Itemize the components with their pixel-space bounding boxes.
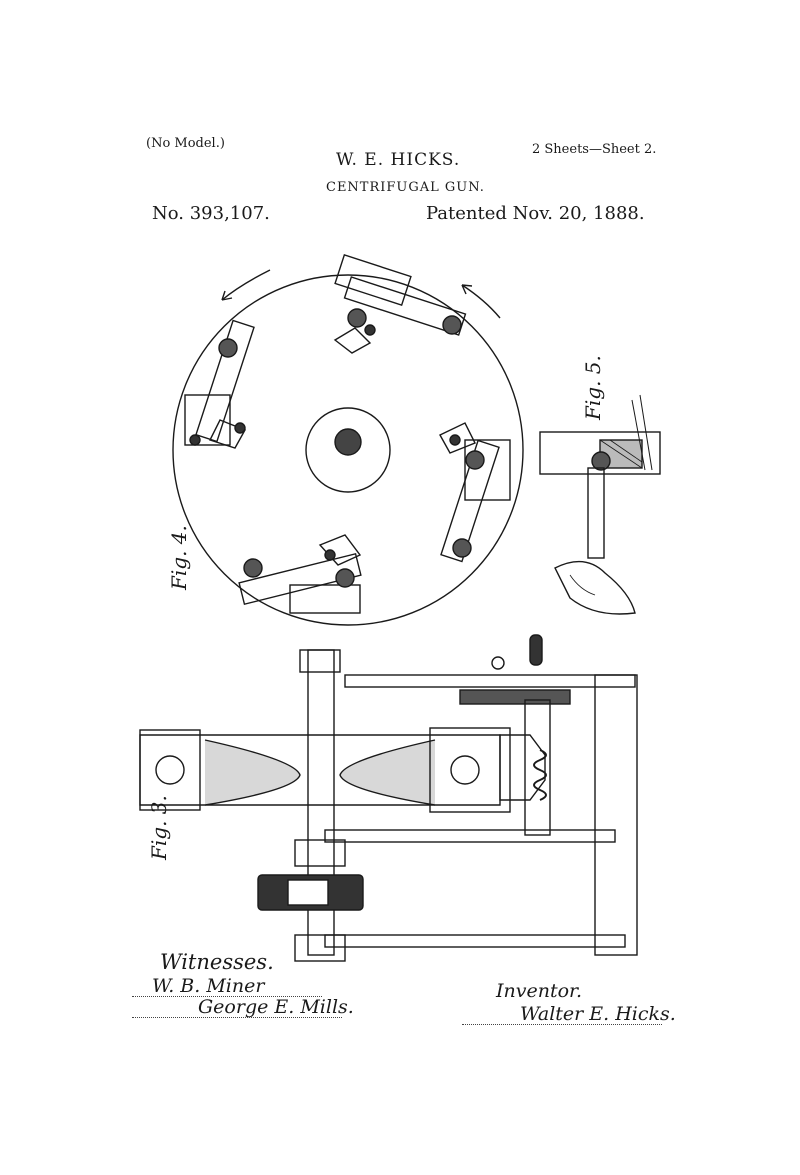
inventor-signature-line [462, 1024, 662, 1025]
fig5-drawing [539, 394, 661, 615]
barrel-assembly-left [184, 319, 255, 449]
bearing-base [294, 934, 346, 962]
vertical-rod [524, 699, 551, 836]
sheet-info: 2 Sheets—Sheet 2. [532, 142, 657, 157]
disc-cross-section [139, 734, 501, 806]
witness-name-2: George E. Mills. [198, 996, 354, 1018]
witness-line-1 [132, 996, 322, 997]
frame-end-post [594, 674, 638, 956]
hub-circle [305, 407, 391, 493]
rotation-arrow-right [461, 284, 501, 319]
ball-right [450, 755, 480, 785]
crank-handle [529, 634, 543, 666]
barrel-assembly-right [439, 422, 511, 563]
patent-date: Patented Nov. 20, 1888. [426, 203, 645, 224]
patent-number: No. 393,107. [152, 203, 270, 224]
witnesses-label: Witnesses. [160, 950, 274, 974]
fig5-block [539, 431, 661, 475]
rotation-arrow-left [221, 269, 271, 301]
arrowhead-left [221, 290, 233, 301]
fig4-drawing [172, 254, 524, 626]
inventor-signature: Walter E. Hicks. [520, 1003, 676, 1025]
pulley-hub [287, 879, 329, 906]
inventor-name: W. E. HICKS. [336, 150, 461, 170]
barrel-chamber-left [139, 729, 201, 811]
fig5-label: Fig. 5. [581, 355, 605, 421]
ball-left [155, 755, 185, 785]
barrel-assembly-bottom [238, 534, 362, 614]
spring-housing [499, 734, 546, 801]
inventor-label: Inventor. [496, 980, 583, 1002]
model-note: (No Model.) [146, 136, 225, 151]
barrel-assembly-top [333, 254, 467, 354]
coil-spring [533, 749, 547, 801]
bearing-bottom [294, 839, 346, 867]
disc-outline [172, 274, 524, 626]
frame-top-rail [344, 674, 636, 688]
witness-line-2 [132, 1017, 342, 1018]
fig3-drawing [139, 634, 638, 962]
shaft-section [334, 428, 362, 456]
fig3-label: Fig. 3. [147, 795, 171, 861]
fig5-rod [587, 467, 605, 559]
fig4-label: Fig. 4. [167, 525, 191, 591]
bearing-top [299, 649, 341, 673]
patent-title: CENTRIFUGAL GUN. [326, 180, 485, 195]
witness-name-1: W. B. Miner [152, 975, 265, 997]
arrowhead-right [461, 284, 473, 295]
barrel-chamber-right [429, 727, 511, 813]
frame-middle-rail [324, 829, 616, 843]
fig5-hammer [554, 560, 636, 615]
fig5-pivot [591, 451, 611, 471]
frame-bottom-rail [324, 934, 626, 948]
crank-nut [491, 656, 505, 670]
gear-rack [459, 689, 571, 705]
